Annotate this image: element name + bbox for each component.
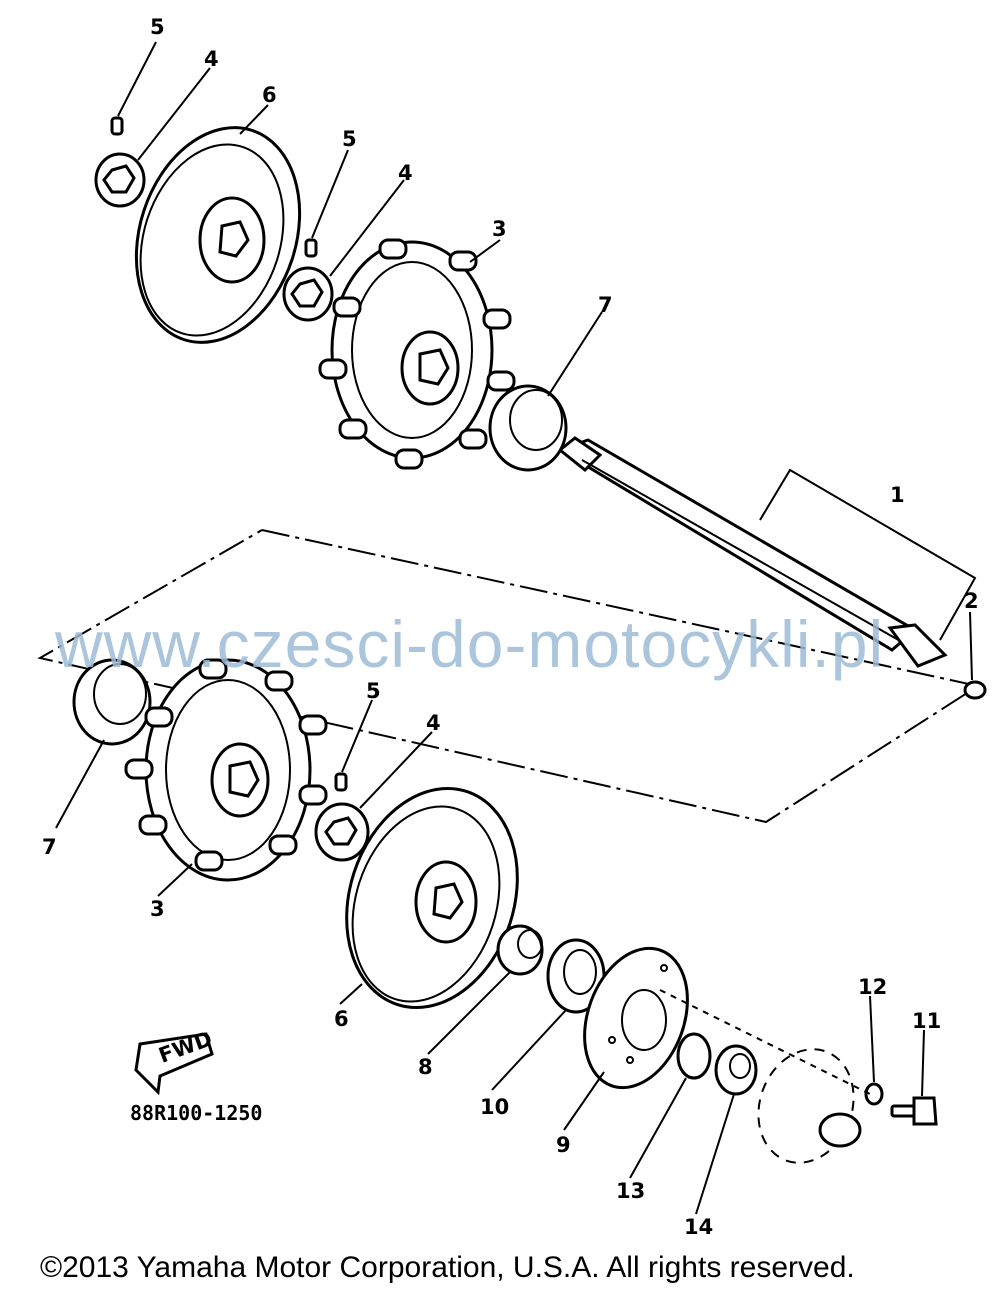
pin-bottom	[334, 772, 348, 792]
collar	[496, 924, 544, 976]
pin-top-left	[110, 116, 124, 136]
callout-4: 4	[398, 161, 413, 185]
callout-8: 8	[418, 1055, 433, 1079]
hub-plate	[583, 946, 689, 1090]
callout-2: 2	[964, 589, 979, 613]
pin-top-mid	[304, 238, 318, 258]
washer	[676, 1032, 712, 1080]
callout-14: 14	[684, 1215, 713, 1239]
small-washer	[864, 1082, 884, 1106]
callout-7: 7	[42, 835, 57, 859]
nut	[714, 1044, 758, 1096]
bolt	[890, 1096, 938, 1126]
callout-1: 1	[890, 483, 905, 507]
drive-shaft	[556, 436, 987, 700]
sprocket-top	[318, 238, 516, 470]
bearing-housing	[757, 1048, 862, 1164]
leader-1	[759, 468, 977, 641]
callout-12: 12	[858, 975, 887, 999]
callout-6: 6	[334, 1007, 349, 1031]
ring-top	[488, 384, 568, 472]
bearing-bottom	[314, 802, 370, 862]
bearing-top-mid	[282, 266, 334, 322]
callout-13: 13	[616, 1179, 645, 1203]
callout-4: 4	[426, 711, 441, 735]
callout-3: 3	[492, 217, 507, 241]
callout-9: 9	[556, 1133, 571, 1157]
callout-5: 5	[366, 679, 381, 703]
bearing-top-left	[94, 152, 146, 208]
diagram-code: 88R100-1250	[130, 1101, 262, 1125]
watermark: www.czesci-do-motocykli.pl	[55, 607, 885, 681]
callout-6: 6	[262, 83, 277, 107]
sprocket-bottom	[124, 658, 328, 882]
leader-lines	[55, 41, 973, 1215]
callout-11: 11	[912, 1009, 941, 1033]
wheel-bottom	[345, 787, 519, 1009]
wheel-top	[134, 126, 302, 344]
fwd-arrow: FWD	[134, 1027, 215, 1096]
copyright-notice: ©2013 Yamaha Motor Corporation, U.S.A. A…	[40, 1251, 855, 1284]
ring-bottom	[72, 658, 152, 746]
callout-10: 10	[480, 1095, 509, 1119]
assembly-group-outline	[37, 529, 981, 824]
callout-5: 5	[342, 127, 357, 151]
callout-3: 3	[150, 897, 165, 921]
callout-4: 4	[204, 47, 219, 71]
callout-7: 7	[598, 293, 613, 317]
callout-5: 5	[150, 15, 165, 39]
